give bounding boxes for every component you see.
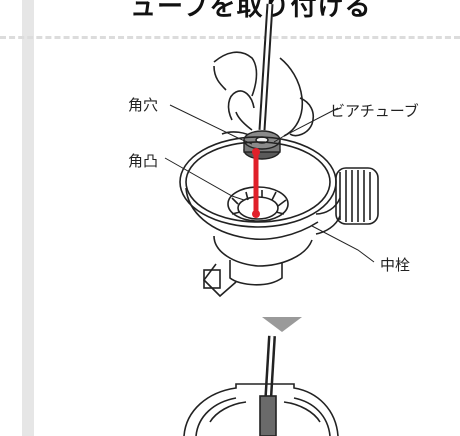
down-arrow-icon bbox=[262, 317, 302, 332]
leader-lines bbox=[164, 104, 375, 263]
section-heading: ューブを取り付ける bbox=[130, 0, 372, 22]
tube-cap bbox=[243, 130, 281, 160]
dashed-divider bbox=[0, 36, 460, 39]
hand-drawing bbox=[213, 51, 315, 139]
left-margin-bar bbox=[22, 0, 34, 436]
label-kaku-ana: 角穴 bbox=[128, 96, 159, 114]
alignment-guide bbox=[252, 148, 260, 218]
label-beer-tube: ビアチューブ bbox=[330, 102, 419, 120]
side-knob bbox=[315, 167, 379, 235]
assembly-illustration-bottom bbox=[183, 335, 339, 436]
beer-tube-rod bbox=[258, 3, 274, 131]
label-nakasen: 中栓 bbox=[380, 256, 411, 274]
valve-body bbox=[202, 235, 313, 298]
label-kaku-totsu: 角凸 bbox=[128, 152, 159, 170]
